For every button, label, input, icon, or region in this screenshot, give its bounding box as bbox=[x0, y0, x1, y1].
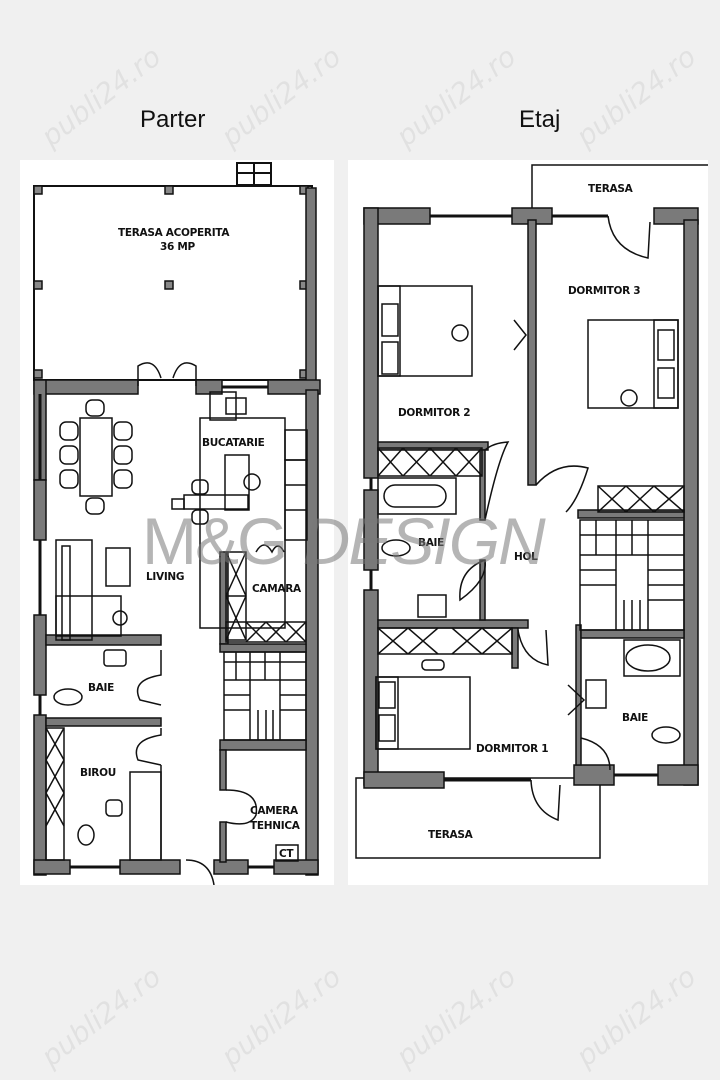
watermark: publi24.ro bbox=[214, 39, 348, 154]
room-label-bathroom-left: BAIE bbox=[418, 537, 444, 549]
ground-floor-plan: TERASA ACOPERITA 36 MP BUCATARIE LIVING … bbox=[20, 160, 334, 885]
room-label-hall: HOL bbox=[514, 551, 538, 563]
room-label-terrace-bottom: TERASA bbox=[428, 829, 474, 841]
room-label-terrace-area: 36 MP bbox=[160, 241, 196, 253]
watermark: publi24.ro bbox=[569, 39, 703, 154]
room-label-living: LIVING bbox=[146, 571, 184, 583]
room-label-tech-room: CAMERA bbox=[250, 805, 299, 817]
tech-box-label: CT bbox=[279, 848, 294, 860]
room-label-bedroom1: DORMITOR 1 bbox=[476, 743, 548, 755]
upper-floor-plan: TERASA DORMITOR 3 DORMITOR 2 BAIE HOL DO… bbox=[348, 160, 708, 885]
ground-floor-heading: Parter bbox=[140, 106, 206, 133]
watermark: publi24.ro bbox=[214, 959, 348, 1074]
room-label-kitchen: BUCATARIE bbox=[202, 437, 265, 449]
room-label-bathroom: BAIE bbox=[88, 682, 114, 694]
room-label-tech-room-2: TEHNICA bbox=[250, 820, 301, 832]
ground-floor-drawing: TERASA ACOPERITA 36 MP BUCATARIE LIVING … bbox=[33, 162, 321, 885]
watermark: publi24.ro bbox=[34, 39, 168, 154]
room-label-terrace: TERASA ACOPERITA bbox=[118, 227, 230, 239]
upper-floor-drawing: TERASA DORMITOR 3 DORMITOR 2 BAIE HOL DO… bbox=[355, 164, 708, 859]
room-label-office: BIROU bbox=[80, 767, 116, 779]
room-label-bedroom3: DORMITOR 3 bbox=[568, 285, 640, 297]
watermark: publi24.ro bbox=[34, 959, 168, 1074]
upper-floor-heading: Etaj bbox=[519, 106, 561, 133]
room-label-pantry: CAMARA bbox=[252, 583, 302, 595]
watermark: publi24.ro bbox=[389, 39, 523, 154]
room-label-bedroom2: DORMITOR 2 bbox=[398, 407, 470, 419]
room-label-terrace-top: TERASA bbox=[588, 183, 634, 195]
watermark: publi24.ro bbox=[389, 959, 523, 1074]
watermark: publi24.ro bbox=[569, 959, 703, 1074]
room-label-bathroom-right: BAIE bbox=[622, 712, 648, 724]
